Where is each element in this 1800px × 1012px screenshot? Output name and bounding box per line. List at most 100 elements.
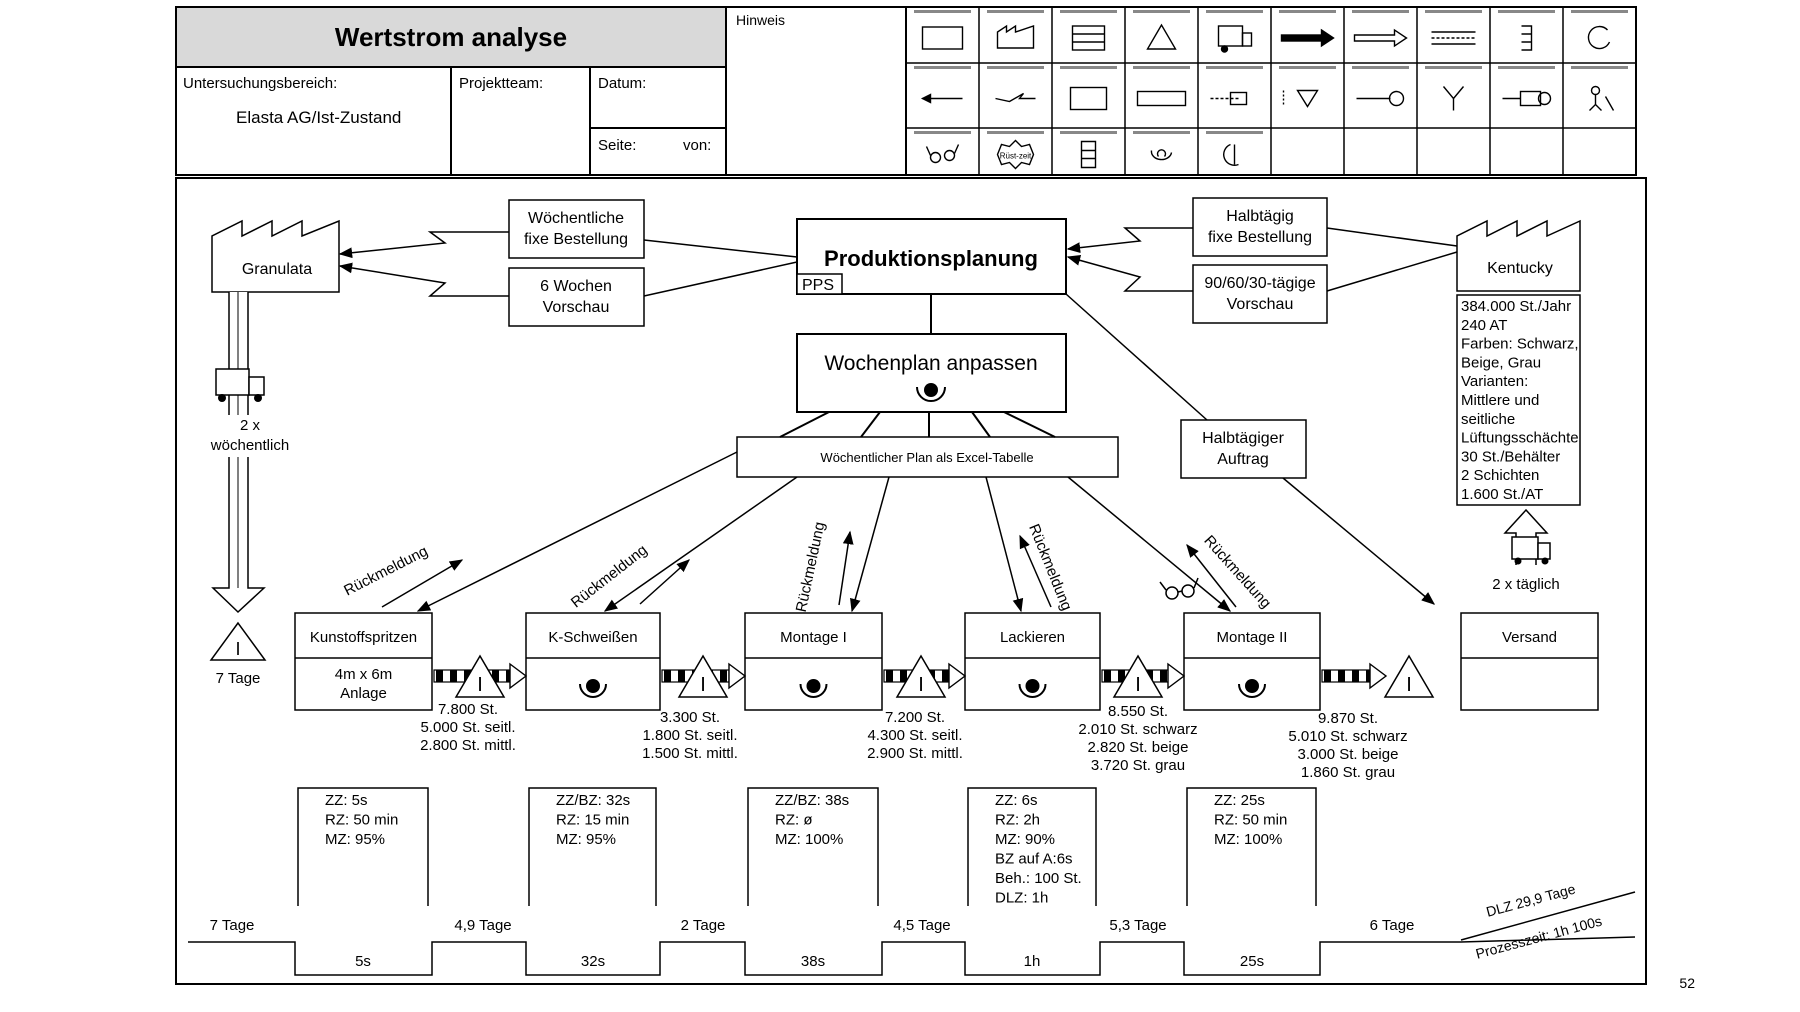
- inventory-triangle: I: [895, 654, 947, 698]
- page-number: 52: [1679, 975, 1695, 991]
- hinweis-label: Hinweis: [736, 12, 785, 28]
- plan-flow: [416, 451, 738, 612]
- inventory-line: 4.300 St. seitl.: [867, 727, 962, 744]
- manual-info-icon: [914, 66, 971, 104]
- customer-info-line: 1.600 St./AT: [1461, 486, 1543, 503]
- planning-title: Produktionsplanung: [824, 246, 1038, 271]
- finished-goods-arrow-icon: [1425, 10, 1482, 45]
- feedback-flow: [838, 530, 854, 606]
- svg-text:I: I: [700, 674, 706, 696]
- supplier-name: Granulata: [242, 261, 312, 278]
- inventory-line: 2.820 St. beige: [1088, 739, 1189, 756]
- customer-info-line: 384.000 St./Jahr: [1461, 298, 1571, 315]
- weekly-plan-adjust: Wochenplan anpassen: [796, 333, 1067, 413]
- plan-flow: [850, 476, 890, 613]
- fifo-icon: [1425, 66, 1482, 111]
- svg-text:I: I: [918, 674, 924, 696]
- supermarket-icon: [1498, 10, 1555, 51]
- process-data-line: RZ: 50 min: [325, 812, 398, 829]
- svg-text:I: I: [1406, 674, 1412, 696]
- customer-info-line: 30 St./Behälter: [1461, 448, 1560, 465]
- process-name: Kunstoffspritzen: [310, 629, 417, 646]
- feedback-label: Rückmeldung: [1025, 522, 1075, 613]
- date-label: Datum:: [598, 75, 646, 92]
- shipment-arrow-icon: [1352, 10, 1409, 48]
- customer-order-line2: fixe Bestellung: [1208, 229, 1312, 246]
- feedback-label: Rückmeldung: [568, 542, 651, 612]
- feedback-flow: [1019, 534, 1052, 608]
- process-name: Versand: [1502, 629, 1557, 646]
- supplier-factory-icon: [987, 10, 1044, 49]
- customer-forecast-line1: 90/60/30-tägige: [1204, 275, 1315, 292]
- process-box: Lackieren: [964, 612, 1101, 711]
- customer-info-line: 240 AT: [1461, 317, 1507, 334]
- inventory-line: 2.900 St. mittl.: [867, 745, 963, 762]
- feedback-flow: [381, 559, 464, 608]
- inventory-line: 8.550 St.: [1108, 703, 1168, 720]
- supplier-shipment: 2 x wöchentlich: [203, 292, 298, 614]
- inventory-line: 1.500 St. mittl.: [642, 745, 738, 762]
- process-data-line: MZ: 100%: [775, 831, 843, 848]
- operator-icon: [1571, 66, 1628, 111]
- go-see-icon: [1159, 577, 1199, 600]
- process-data-line: ZZ: 6s: [995, 792, 1038, 809]
- kanban-post-icon: [1133, 66, 1190, 107]
- half-day-order-line2: Auftrag: [1217, 451, 1269, 468]
- process-data-line: MZ: 95%: [556, 831, 616, 848]
- customer-data-box: 384.000 St./Jahr 240 AT Farben: Schwarz,Be…: [1456, 294, 1581, 506]
- inventory-line: 1.800 St. seitl.: [642, 727, 737, 744]
- process-name: K-Schweißen: [548, 629, 637, 646]
- feedback-label: Rückmeldung: [1200, 532, 1274, 612]
- weekly-adjust-label: Wochenplan anpassen: [824, 352, 1037, 375]
- supplier-order-line1: Wöchentliche: [528, 210, 624, 227]
- plan-flow: [603, 476, 798, 612]
- process-data-line: BZ auf A:6s: [995, 851, 1073, 868]
- safety-stock-icon: [1133, 131, 1190, 161]
- wait-time: 5,3 Tage: [1109, 917, 1166, 934]
- customer-forecast-line2: Vorschau: [1227, 296, 1294, 313]
- svg-text:I: I: [235, 639, 240, 659]
- process-time: 5s: [355, 953, 371, 970]
- process-name: Lackieren: [1000, 629, 1065, 646]
- customer-info-line: Lüftungsschächte: [1461, 430, 1579, 447]
- excel-plan: Wöchentlicher Plan als Excel-Tabelle: [736, 436, 1119, 478]
- process-box: Montage I: [744, 612, 883, 711]
- inventory-line: 3.720 St. grau: [1091, 757, 1185, 774]
- operator-icon: [916, 383, 946, 402]
- half-day-order-box: Halbtägiger Auftrag: [1180, 419, 1307, 479]
- inventory-line: 2.800 St. mittl.: [420, 737, 516, 754]
- process-box: Kunstoffspritzen 4m x 6m Anlage: [294, 612, 433, 711]
- inventory-line: 1.860 St. grau: [1301, 764, 1395, 781]
- inventory-line: 7.800 St.: [438, 701, 498, 718]
- data-box-icon: [1060, 10, 1117, 51]
- process-data-line: ZZ/BZ: 32s: [556, 792, 630, 809]
- customer-info-line: Beige, Grau: [1461, 354, 1541, 371]
- process-data-line: MZ: 100%: [1214, 831, 1282, 848]
- buffer-icon: [1060, 131, 1117, 169]
- process-time: 32s: [581, 953, 605, 970]
- plan-flow: [985, 476, 1024, 613]
- customer-info-line: Varianten:: [1461, 373, 1528, 390]
- process-box: Montage II: [1183, 612, 1321, 711]
- customer-info-line: Farben: Schwarz,: [1461, 336, 1579, 353]
- process-sub2: Anlage: [340, 685, 387, 702]
- supplier-delivery-line1: 2 x: [240, 417, 261, 434]
- process-data-line: RZ: 50 min: [1214, 812, 1287, 829]
- wait-time: 7 Tage: [210, 917, 255, 934]
- go-see-icon: [914, 131, 971, 164]
- wait-time: 4,5 Tage: [893, 917, 950, 934]
- production-planning: Produktionsplanung PPS: [796, 218, 1067, 295]
- svg-text:I: I: [477, 674, 483, 696]
- inventory-triangle: I: [454, 654, 506, 698]
- customer-info-line: Mittlere und: [1461, 392, 1539, 409]
- withdrawal-icon: [1571, 10, 1628, 50]
- inventory-line: 2.010 St. schwarz: [1078, 721, 1197, 738]
- raw-inventory-days: 7 Tage: [216, 670, 261, 687]
- customer-info-line: 2 Schichten: [1461, 467, 1539, 484]
- team-label: Projektteam:: [459, 75, 543, 92]
- wait-time: 6 Tage: [1370, 917, 1415, 934]
- feedback-flow: [639, 559, 691, 605]
- process-sub1: 4m x 6m: [335, 666, 393, 683]
- inventory-line: 5.010 St. schwarz: [1288, 728, 1407, 745]
